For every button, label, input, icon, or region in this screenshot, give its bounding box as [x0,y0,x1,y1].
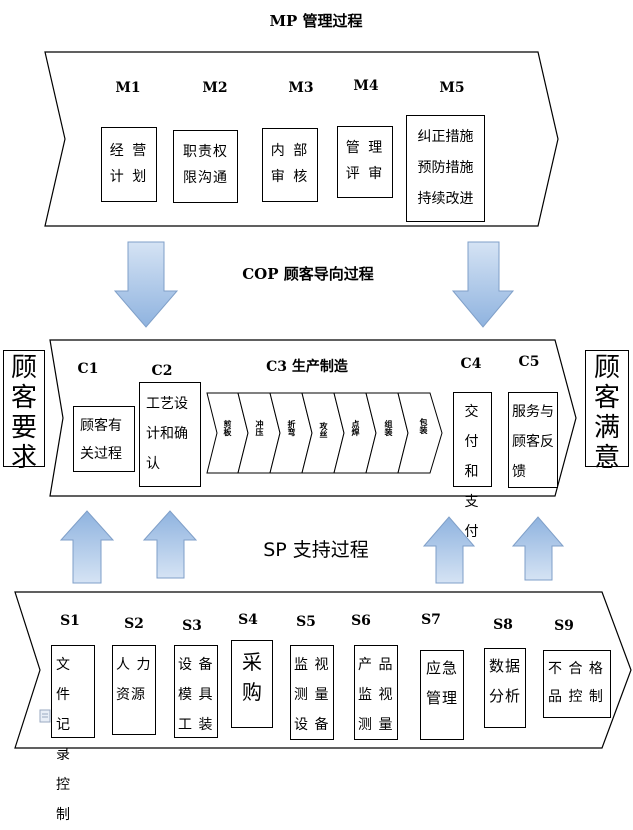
customer-satisfaction-label: 顾客满意 [585,350,629,473]
production-steps [206,392,443,474]
step-label: 包装 [419,418,428,434]
step-label: 冲压 [255,420,264,436]
mp-title: MP 管理过程 [269,12,363,30]
sp-box-s9: 不 合 格 品 控 制 [543,650,611,718]
down-arrow-left-icon [113,241,179,328]
sp-box-s5: 监 视 测 量 设 备 [290,645,334,740]
sp-box-s6: 产 品 监 视 测 量 [354,645,398,740]
up-arrow-4-icon [511,516,565,581]
cop-code-c1: C1 [77,361,99,377]
down-arrow-right-icon [451,241,515,328]
step-label: 点焊 [351,420,360,436]
cop-box-c4: 交付和支付 [453,392,492,540]
sp-box-s2: 人 力 资源 [112,645,156,735]
sp-box-s8: 数据分析 [484,648,526,728]
cop-code-c2: C2 [151,363,173,379]
sp-code-s3: S3 [182,618,202,634]
sp-box-s3: 设 备 模 具 工 装 [174,645,218,738]
sp-code-s7: S7 [421,612,441,628]
mp-code-m5: M5 [439,80,465,96]
mp-code-m1: M1 [115,80,141,96]
cop-code-c3: C3 生产制造 [266,359,348,375]
sp-code-s4: S4 [238,612,258,628]
cop-code-c5: C5 [518,354,540,370]
cop-title: COP 顾客导向过程 [242,265,374,283]
mp-code-m3: M3 [288,80,314,96]
mp-box-m1: 经 营 计 划 [101,127,157,202]
sp-code-s1: S1 [60,613,80,629]
up-arrow-2-icon [142,510,198,579]
sp-code-s5: S5 [296,614,316,630]
sp-box-s7: 应急管理 [420,650,464,740]
sp-box-s1: 文 件 记 录 控 制 [51,645,95,823]
step-label: 折弯 [287,420,296,436]
mp-box-m5: 纠正措施预防措施持续改进 [406,115,485,222]
customer-requirements-label: 顾客要求 [3,350,45,473]
sp-box-s4: 采购 [231,640,273,728]
sp-code-s9: S9 [554,618,574,634]
mp-box-m4: 管 理 评 审 [337,126,393,198]
mp-code-m4: M4 [353,78,379,94]
step-label: 组装 [384,420,393,436]
up-arrow-3-icon [422,516,476,584]
cop-box-c2: 工艺设计和确认 [139,382,201,487]
sp-title: SP 支持过程 [263,539,369,561]
sp-code-s8: S8 [493,617,513,633]
document-icon [39,709,51,723]
cop-box-c1: 顾客有关过程 [73,406,135,472]
cop-code-c4: C4 [460,356,482,372]
sp-code-s2: S2 [124,616,144,632]
cop-box-c5: 服务与顾客反馈 [508,392,558,488]
sp-code-s6: S6 [351,613,371,629]
up-arrow-1-icon [59,510,115,584]
step-label: 攻丝 [319,422,328,438]
mp-box-m3: 内 部 审 核 [262,128,318,202]
mp-code-m2: M2 [202,80,228,96]
step-label: 剪板 [223,420,232,436]
mp-box-m2: 职责权限沟通 [173,130,238,203]
